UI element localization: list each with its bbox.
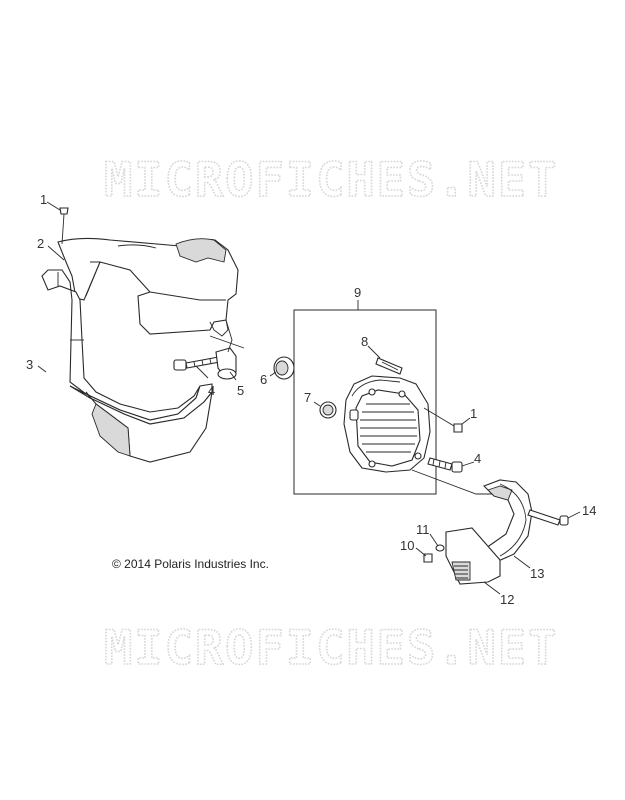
watermark-bottom: MICROFICHES.NET xyxy=(104,621,558,676)
callout-8: 8 xyxy=(361,334,368,349)
screw-1-right xyxy=(453,423,463,433)
callout-9: 9 xyxy=(354,285,361,300)
callout-14: 14 xyxy=(582,503,596,518)
callout-6: 6 xyxy=(260,372,267,387)
callout-1-right: 1 xyxy=(470,406,477,421)
callout-13: 13 xyxy=(530,566,544,581)
callout-2: 2 xyxy=(37,236,44,251)
callout-4-right: 4 xyxy=(474,451,481,466)
screw-14 xyxy=(527,509,569,526)
o-ring-7 xyxy=(319,401,337,419)
callout-3: 3 xyxy=(26,357,33,372)
washer-11 xyxy=(435,544,445,552)
screen-12 xyxy=(445,527,501,585)
fan-housing-kit-box xyxy=(293,309,437,495)
callout-4-left: 4 xyxy=(208,383,215,398)
bushing-5 xyxy=(209,319,245,380)
pin-8 xyxy=(375,357,403,375)
watermark-top: MICROFICHES.NET xyxy=(104,153,558,208)
callout-1-upper-left: 1 xyxy=(40,192,47,207)
copyright-notice: © 2014 Polaris Industries Inc. xyxy=(112,557,269,571)
callout-11: 11 xyxy=(416,522,430,537)
lower-shroud xyxy=(41,269,213,463)
bolt-4-right xyxy=(427,457,463,473)
callout-7: 7 xyxy=(304,390,311,405)
callout-10: 10 xyxy=(400,538,414,553)
housing-grille xyxy=(360,403,417,453)
plug-6 xyxy=(273,356,295,380)
callout-5: 5 xyxy=(237,383,244,398)
upper-shroud xyxy=(57,237,239,337)
leader-lines xyxy=(37,201,581,595)
screw-1-left xyxy=(59,207,69,245)
fan-housing xyxy=(343,375,455,473)
callout-12: 12 xyxy=(500,592,514,607)
